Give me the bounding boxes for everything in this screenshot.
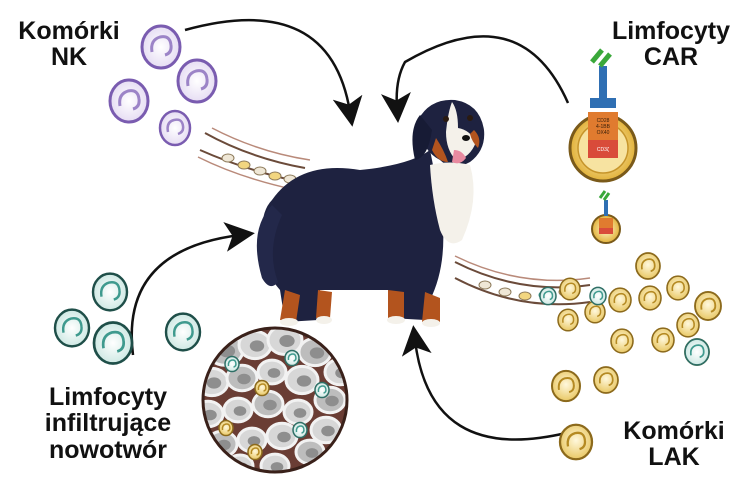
lak-cell-icon <box>560 425 592 460</box>
label-lak-cells: Komórki LAK <box>604 418 744 471</box>
lak-cell-icon <box>248 444 262 459</box>
lak-cell-icon <box>667 276 689 300</box>
tumor-cell-nucleus <box>268 368 281 378</box>
tumor-cell-nucleus <box>297 375 311 386</box>
tumor-cell-nucleus <box>294 408 307 418</box>
tumor-cell-nucleus <box>250 340 264 351</box>
til-cell-icon <box>685 339 709 365</box>
tumor-cell-nucleus <box>277 432 291 443</box>
nk-cell-icon <box>160 111 190 145</box>
lak-cell-icon <box>611 329 633 353</box>
tumor-cell-nucleus <box>234 406 247 416</box>
til-cell-icon <box>285 350 299 365</box>
lak-cell-icon <box>695 292 721 320</box>
til-cell-icon <box>55 310 89 347</box>
label-tumor-infiltrating-lymphocytes: Limfocyty infiltrujące nowotwór <box>18 384 198 463</box>
lak-cell-icon <box>558 309 578 331</box>
nk-cell-icon <box>110 80 148 122</box>
tumor-cell-nucleus <box>306 448 319 458</box>
til-cell-icon <box>93 274 127 311</box>
til-cell-icon <box>166 314 200 351</box>
tumor-cell-nucleus <box>207 377 221 388</box>
nk-cell-icon <box>142 26 180 68</box>
arrow-car-to-dog <box>397 36 568 108</box>
lak-cell-icon <box>636 253 660 279</box>
car-receptor-text: CD3ζ <box>597 147 610 153</box>
til-cell-icon <box>540 287 556 304</box>
lak-cell-icon <box>560 278 580 300</box>
tumor-cell-nucleus <box>325 396 339 407</box>
lak-cell-icon <box>609 288 631 312</box>
label-til-line1: Limfocyty <box>18 384 198 410</box>
tumor-tissue-icon <box>193 326 355 478</box>
label-lak-line1: Komórki <box>604 418 744 444</box>
til-cell-icon <box>315 382 329 397</box>
til-cell-icon <box>293 422 307 437</box>
car-t-cell-icon <box>592 191 620 243</box>
lak-cell-icon <box>219 420 233 435</box>
label-car-line1: Limfocyty <box>596 18 746 44</box>
label-til-line2: infiltrujące <box>18 410 198 436</box>
tumor-cell-nucleus <box>237 374 251 385</box>
lak-cell-icon <box>552 371 580 401</box>
label-car-line2: CAR <box>596 44 746 70</box>
lak-cell-icon <box>594 367 618 393</box>
lak-cell-icon <box>677 313 699 337</box>
tumor-cell-nucleus <box>279 335 294 347</box>
lak-cell-icon <box>255 380 269 395</box>
tumor-cell-nucleus <box>310 347 324 358</box>
label-lak-line2: LAK <box>604 444 744 470</box>
til-cell-icon <box>590 287 606 304</box>
lak-cell-icon <box>652 328 674 352</box>
til-cells <box>55 274 200 364</box>
car-receptor-text: OX40 <box>597 130 610 136</box>
label-nk-line2: NK <box>4 44 134 70</box>
label-car-lymphocytes: Limfocyty CAR <box>596 18 746 71</box>
lak-cell-icon <box>639 286 661 310</box>
tumor-cell-nucleus <box>321 426 335 437</box>
til-cell-icon <box>94 322 132 363</box>
dog-illustration <box>257 100 484 327</box>
til-cell-icon <box>225 356 239 371</box>
nk-cell-icon <box>178 60 216 102</box>
label-nk-line1: Komórki <box>4 18 134 44</box>
label-nk-cells: Komórki NK <box>4 18 134 71</box>
arrow-lak-to-dog <box>415 340 566 440</box>
label-til-line3: nowotwór <box>18 437 198 463</box>
tumor-cell-nucleus <box>263 400 277 411</box>
